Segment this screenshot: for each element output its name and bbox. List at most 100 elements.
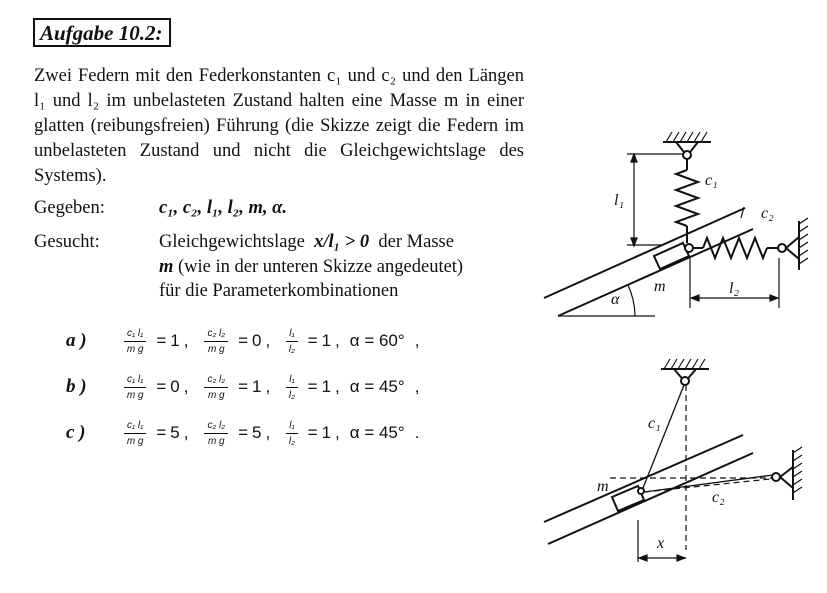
fraction-numerator: l₁ xyxy=(286,374,298,388)
wall-pin-support xyxy=(784,234,800,262)
mass-joint xyxy=(684,243,694,253)
sought-prefix: Gleichgewichtslage xyxy=(159,232,305,252)
label-l2: l₂ xyxy=(729,280,739,297)
intro-text: Zwei Federn mit den Federkonstanten c₁ u… xyxy=(34,66,524,186)
case-alpha: α = 60° xyxy=(349,331,405,350)
given-values: c₁, c₂, l₁, l₂, m, α. xyxy=(159,198,288,218)
exercise-title: Aufgabe 10.2: xyxy=(33,18,171,47)
label-c1: c₁ xyxy=(648,415,661,432)
case-value: 0 xyxy=(252,331,262,350)
c2-leader xyxy=(740,206,745,219)
sketch-unloaded-labels: c₁ c₂ l₁ l₂ m α xyxy=(611,172,774,308)
case-value: 1 xyxy=(321,377,332,396)
case-end: . xyxy=(414,423,420,442)
spring-c1-line xyxy=(642,384,685,489)
sought-row: Gesucht: Gleichgewichtslage x/l₁ > 0 der … xyxy=(34,230,454,255)
case-value: 0 xyxy=(170,377,180,396)
fraction-numerator: c₂ l₂ xyxy=(204,328,229,342)
wall-hatch xyxy=(792,446,803,494)
guide-rail-lower xyxy=(547,452,754,545)
fraction-numerator: l₁ xyxy=(286,420,298,434)
ceiling-hatch xyxy=(663,358,706,370)
case-value: 1 xyxy=(321,331,332,350)
fraction-denominator: m g xyxy=(207,389,225,401)
sought-line-3: für die Parameterkombinationen xyxy=(159,281,399,301)
fraction-numerator: c₁ l₁ xyxy=(124,328,147,342)
fraction-numerator: c₁ l₁ xyxy=(124,420,147,434)
sought-expression: x/l₁ > 0 xyxy=(314,232,370,252)
case-label: a ) xyxy=(66,330,87,351)
label-m: m xyxy=(654,278,666,295)
given-label: Gegeben: xyxy=(34,198,105,218)
fraction-denominator: l₂ xyxy=(288,435,295,447)
label-m: m xyxy=(597,478,609,495)
pin-support xyxy=(671,368,699,384)
case-label: b ) xyxy=(66,376,87,397)
sought-line-2: m (wie in der unteren Skizze angedeutet) xyxy=(159,255,463,280)
label-alpha: α xyxy=(611,291,620,308)
case-value: 1 xyxy=(321,423,332,442)
fraction-denominator: l₂ xyxy=(288,343,295,355)
mass-joint xyxy=(637,487,645,495)
ceiling-hatch xyxy=(665,131,708,143)
case-label: c ) xyxy=(66,422,86,443)
sought-mass-var: m xyxy=(159,257,174,277)
sought-line-2-text: (wie in der unteren Skizze angedeutet) xyxy=(178,257,464,277)
case-value: 5 xyxy=(252,423,262,442)
fraction-numerator: c₁ l₁ xyxy=(124,374,147,388)
given-row: Gegeben: c₁, c₂, l₁, l₂, m, α. xyxy=(34,196,287,221)
fraction-denominator: m g xyxy=(207,435,225,447)
wall-hatch xyxy=(798,217,809,265)
pin-support xyxy=(673,141,701,158)
wall-pin-support xyxy=(778,464,794,491)
problem-statement: Zwei Federn mit den Federkonstanten c₁ u… xyxy=(34,64,524,189)
case-alpha: α = 45° xyxy=(349,377,405,396)
label-c2: c₂ xyxy=(712,489,725,506)
mass-block xyxy=(610,484,646,513)
label-c2: c₂ xyxy=(761,205,774,222)
pin-joint xyxy=(682,150,692,160)
fraction-denominator: m g xyxy=(126,435,144,447)
sketch-equilibrium-labels: c₁ c₂ m x xyxy=(597,415,725,552)
label-l1: l₁ xyxy=(614,192,624,209)
pin-joint xyxy=(680,376,690,386)
case-end: , xyxy=(414,377,420,396)
label-x: x xyxy=(656,535,664,552)
dimension-l1 xyxy=(627,152,683,248)
fraction-numerator: l₁ xyxy=(286,328,298,342)
spring-c2 xyxy=(702,235,768,261)
spring-c1 xyxy=(673,169,701,227)
sought-suffix: der Masse xyxy=(378,232,454,252)
dimension-x xyxy=(637,520,687,562)
reference-dash-spring xyxy=(643,477,781,493)
sought-label: Gesucht: xyxy=(34,232,100,252)
label-c1: c₁ xyxy=(705,172,718,189)
dimension-l2 xyxy=(689,258,780,308)
fraction-numerator: c₂ l₂ xyxy=(204,374,229,388)
case-value: 5 xyxy=(170,423,180,442)
fraction-numerator: c₂ l₂ xyxy=(204,420,229,434)
case-value: 1 xyxy=(252,377,262,396)
mass-block xyxy=(652,241,691,271)
fraction-denominator: m g xyxy=(126,343,144,355)
case-value: 1 xyxy=(170,331,180,350)
angle-arc xyxy=(627,284,636,317)
sketch-equilibrium xyxy=(543,358,803,562)
case-alpha: α = 45° xyxy=(349,423,405,442)
fraction-denominator: m g xyxy=(207,343,225,355)
case-end: , xyxy=(414,331,420,350)
